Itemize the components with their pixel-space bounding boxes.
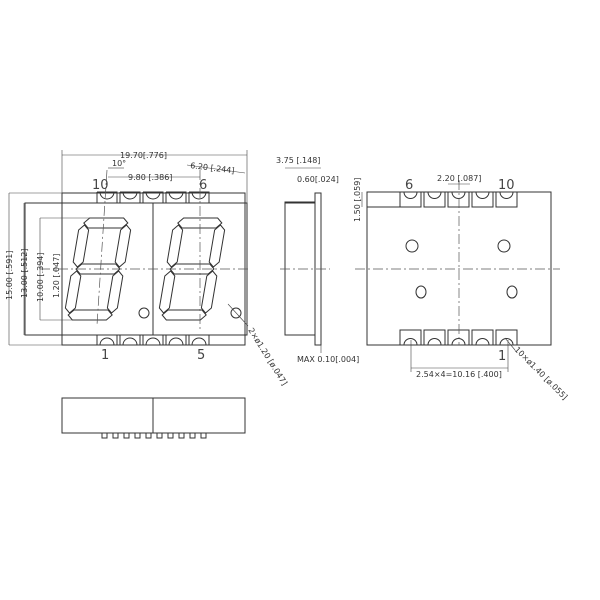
segment	[177, 217, 223, 229]
pin-pad	[399, 329, 422, 346]
pin	[123, 432, 130, 439]
pin	[112, 432, 119, 439]
dim-plate-thickness: 0.60[.024]	[297, 175, 339, 184]
segment	[106, 270, 124, 314]
pin-pad	[423, 191, 446, 208]
dim-pin-pitch: 2.54×4=10.16 [.400]	[416, 370, 502, 379]
dim-side-depth: 3.75 [.148]	[276, 156, 320, 165]
front-view: 19.70[.776] 10° 9.80 [.386] 6.20 [.244] …	[5, 150, 289, 387]
segment	[67, 309, 113, 321]
dim-digit-height: 10.00 [.394]	[36, 253, 45, 303]
pin	[167, 432, 174, 439]
pin-pad	[188, 191, 210, 203]
segment	[161, 309, 207, 321]
pin-pad	[142, 191, 164, 203]
pin	[200, 432, 207, 439]
dim-digit-width: 6.20 [.244]	[190, 161, 235, 175]
dim-digit-pitch: 9.80 [.386]	[128, 173, 172, 182]
pin-pad	[142, 335, 164, 346]
pin-pad	[471, 329, 494, 346]
pin-pad	[165, 191, 187, 203]
pin-label: 1	[101, 348, 109, 363]
decimal-point	[230, 307, 242, 319]
segment	[158, 270, 176, 314]
pin-pad	[495, 329, 518, 346]
segment	[83, 217, 129, 229]
pin-pad	[423, 329, 446, 346]
segment	[169, 263, 215, 275]
segment	[64, 270, 82, 314]
pin	[189, 432, 196, 439]
pin-pad	[447, 329, 470, 346]
pin-label: 10	[92, 178, 109, 193]
pin	[101, 432, 108, 439]
pin-pad	[96, 335, 118, 346]
pin-label: 6	[199, 178, 207, 193]
pin-pad	[96, 191, 118, 203]
pin-pad	[165, 335, 187, 346]
pin	[134, 432, 141, 439]
segment	[208, 224, 226, 268]
dim-overall-height: 15.00 [.591]	[5, 251, 14, 301]
segment	[166, 224, 184, 268]
pin-label: 10	[498, 178, 515, 193]
pin-pad	[188, 335, 210, 346]
pin-label: 6	[405, 178, 413, 193]
side-view: 3.75 [.148] 0.60[.024] MAX 0.10[.004]	[276, 156, 359, 364]
pin-pad	[471, 191, 494, 208]
pin-pad	[119, 335, 141, 346]
pin-pad	[447, 191, 470, 208]
digit-2	[158, 217, 226, 321]
dim-dp-hole: 2×ø1.20 [ø.047]	[246, 326, 289, 387]
pin	[145, 432, 152, 439]
dim-body-height: 13.00 [.512]	[20, 249, 29, 299]
pin	[178, 432, 185, 439]
segment	[200, 270, 218, 314]
decimal-point	[138, 307, 150, 319]
dim-pin-holes: 10×ø1.40 [ø.055]	[513, 345, 570, 402]
dim-overall-width: 19.70[.776]	[120, 151, 167, 160]
bottom-view	[61, 397, 246, 439]
pin-label: 1	[498, 349, 506, 364]
segment	[72, 224, 90, 268]
pin	[156, 432, 163, 439]
pin-label: 5	[197, 348, 205, 363]
dim-segment-width: 1.20 [.047]	[52, 254, 61, 298]
pin-pad	[495, 191, 518, 208]
back-view: 2.20 [.087] 1.50 [.059] 2.54×4=10.16 [.4…	[353, 174, 569, 402]
segment	[114, 224, 132, 268]
dim-pad-width: 2.20 [.087]	[437, 174, 481, 183]
pin-pad	[119, 191, 141, 203]
pin-pad	[399, 191, 422, 208]
dim-tilt-angle: 10°	[112, 159, 126, 168]
dim-pad-height: 1.50 [.059]	[353, 178, 362, 222]
dim-max-gap: MAX 0.10[.004]	[297, 355, 359, 364]
